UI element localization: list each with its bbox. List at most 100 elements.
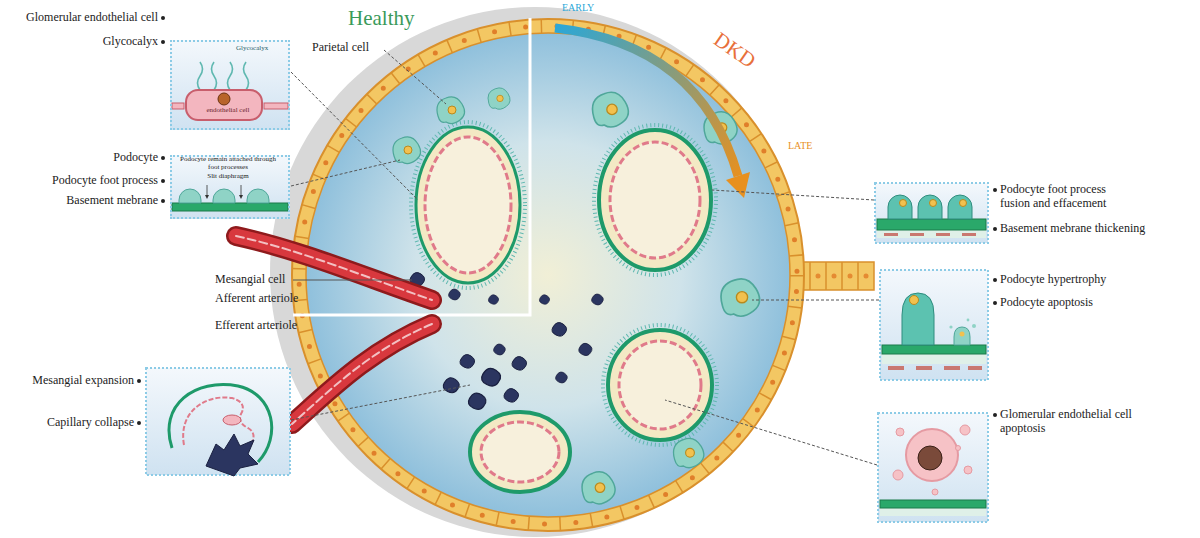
drawing-path xyxy=(512,357,527,371)
drawing-path xyxy=(948,195,972,219)
part-label: DKD xyxy=(709,27,760,73)
drawing-circle xyxy=(896,428,904,436)
drawing-path xyxy=(556,372,568,383)
drawing-path xyxy=(504,389,519,403)
healthy-capillary xyxy=(393,88,525,304)
leader-line xyxy=(293,280,412,281)
part-label: Basement mebrane xyxy=(66,194,158,208)
drawing-g xyxy=(488,88,510,109)
drawing-ellipse xyxy=(619,341,701,429)
drawing-path xyxy=(488,295,498,305)
inset-collapse xyxy=(146,368,290,476)
drawing-g xyxy=(468,393,486,409)
drawing-circle xyxy=(930,200,937,207)
part-label: Efferent arteriole xyxy=(215,319,297,333)
drawing-circle xyxy=(218,93,230,105)
inset-hypertrophy xyxy=(880,270,988,380)
part-label: Mesangial cell xyxy=(215,273,285,287)
drawing-circle xyxy=(161,16,165,20)
drawing-g xyxy=(504,389,519,403)
drawing-g xyxy=(579,343,592,355)
drawing-g xyxy=(816,274,869,279)
drawing-path xyxy=(393,137,421,164)
drawing-ellipse xyxy=(603,325,717,445)
drawing-ellipse xyxy=(594,125,716,275)
part-label: Podocyte apoptosis xyxy=(1000,296,1093,310)
drawing-circle xyxy=(607,104,617,114)
drawing-circle xyxy=(993,227,997,231)
inset-box: Podocyte remain attached through foot pr… xyxy=(170,155,290,219)
drawing-g xyxy=(449,289,461,300)
drawing-line xyxy=(712,190,874,200)
drawing-path xyxy=(539,295,549,305)
drawing-circle xyxy=(736,292,747,303)
drawing-circle xyxy=(960,200,967,207)
drawing-g xyxy=(592,294,604,305)
inset-effacement xyxy=(875,183,988,243)
inset-podocyte xyxy=(170,155,290,219)
inset-box: Glycocalyxendothelial cell xyxy=(170,40,290,130)
drawing-circle xyxy=(993,413,997,417)
drawing-line xyxy=(857,262,859,290)
drawing-g xyxy=(207,185,241,197)
drawing-g xyxy=(810,262,858,290)
drawing-path xyxy=(236,236,432,300)
drawing-g xyxy=(556,372,568,383)
drawing-path xyxy=(213,189,235,203)
drawing-path xyxy=(236,236,432,300)
drawing-line xyxy=(809,262,811,290)
drawing-g xyxy=(721,279,760,316)
drawing-rect xyxy=(968,366,982,370)
drawing-path xyxy=(247,189,269,203)
drawing-polygon xyxy=(239,195,243,199)
inset-endothelial-apoptosis xyxy=(878,413,988,522)
drawing-path xyxy=(437,97,465,124)
drawing-path xyxy=(902,293,934,345)
drawing-ellipse xyxy=(608,330,712,440)
drawing-line xyxy=(841,262,843,290)
bullets xyxy=(137,16,997,425)
drawing-circle xyxy=(137,421,141,425)
drawing-rect xyxy=(882,345,986,354)
drawing-rect xyxy=(936,233,950,236)
drawing-rect xyxy=(172,203,288,211)
drawing-g xyxy=(893,425,972,495)
drawing-path xyxy=(179,189,201,203)
drawing-path xyxy=(292,324,432,424)
drawing-rect xyxy=(916,366,932,370)
drawing-path xyxy=(228,62,233,90)
drawing-circle xyxy=(848,274,853,279)
drawing-circle xyxy=(993,278,997,282)
inset-endothelium xyxy=(170,40,290,130)
drawing-line xyxy=(384,50,446,104)
drawing-circle xyxy=(910,296,919,305)
drawing-rect xyxy=(172,103,184,109)
inset-text: endothelial cell xyxy=(170,107,286,115)
drawing-rect xyxy=(944,366,960,370)
drawing-path xyxy=(674,438,704,467)
drawing-path xyxy=(555,28,738,176)
drawing-circle xyxy=(949,325,952,328)
leader-lines xyxy=(291,50,879,465)
part-label: Podocyte hypertrophy xyxy=(1000,273,1106,287)
drawing-circle xyxy=(960,425,970,435)
drawing-path xyxy=(449,289,461,300)
drawing-rect xyxy=(875,183,988,243)
drawing-path xyxy=(236,236,432,300)
part-label: EARLY xyxy=(562,2,594,14)
drawing-path xyxy=(593,92,629,127)
drawing-ellipse xyxy=(223,415,241,425)
drawing-g xyxy=(539,295,549,305)
drawing-path xyxy=(460,355,475,369)
drawing-circle xyxy=(816,274,821,279)
drawing-path xyxy=(721,279,760,316)
drawing-path xyxy=(579,343,592,355)
drawing-path xyxy=(582,472,615,504)
part-label: Afferent arteriole xyxy=(215,292,298,306)
part-label: Capillary collapse xyxy=(47,416,134,430)
part-label: Glomerular endothelial cell apoptosis xyxy=(1000,408,1150,436)
drawing-path xyxy=(482,368,501,386)
drawing-circle xyxy=(448,106,456,114)
part-label: Mesangial expansion xyxy=(32,374,134,388)
drawing-rect xyxy=(880,500,986,508)
